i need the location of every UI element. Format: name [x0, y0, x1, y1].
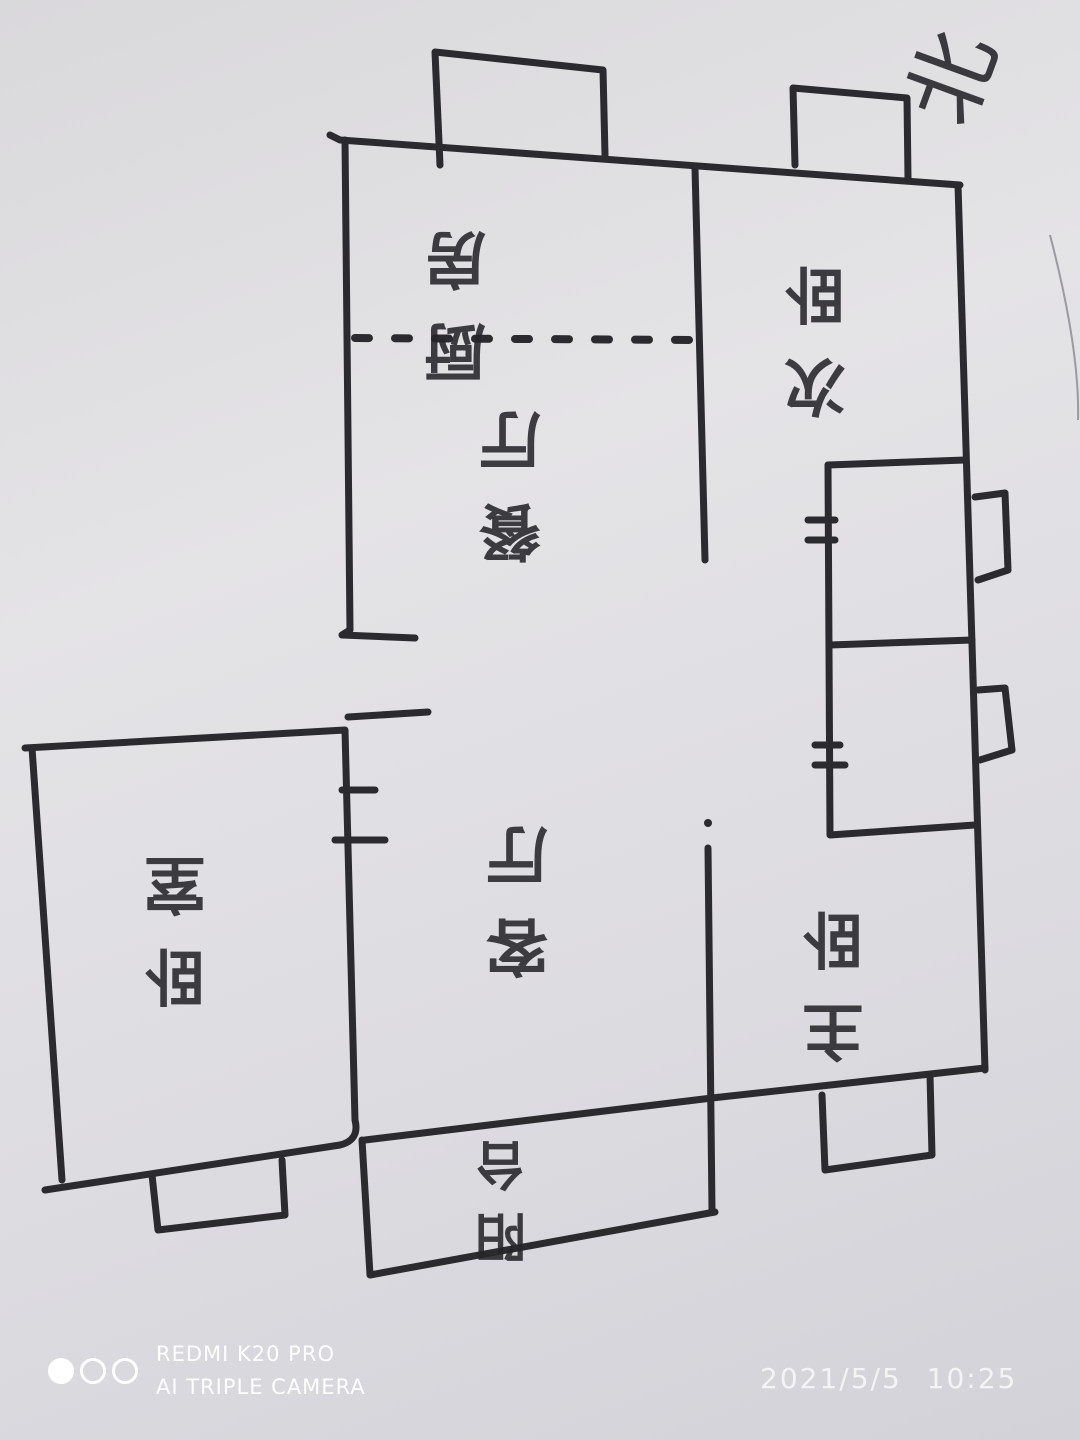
door-dot — [704, 819, 712, 827]
balcony-outline — [358, 1136, 719, 1279]
lens-dot-icon — [80, 1358, 106, 1384]
living-right-wall — [704, 844, 716, 1214]
bedroom-left-wall — [28, 744, 66, 1184]
bathroom-window-1 — [971, 489, 1012, 584]
kitchen-right-wall — [691, 164, 709, 564]
second-bedroom-wall — [824, 456, 969, 469]
lens-dot-icon — [112, 1358, 138, 1384]
second-bedroom-window — [789, 84, 912, 182]
photo-timestamp: 2021/5/5 10:25 — [760, 1362, 1018, 1395]
door-tick — [804, 516, 849, 769]
pencil-mark — [1049, 234, 1080, 421]
door-stub — [344, 708, 432, 721]
room-label-dining-room: 餐厅 — [479, 380, 552, 564]
bathroom-divider — [826, 636, 976, 649]
camera-watermark: REDMI K20 PRO AI TRIPLE CAMERA — [48, 1338, 366, 1404]
master-window — [818, 1071, 936, 1174]
bathroom-wall — [824, 461, 979, 839]
bedroom-wall — [21, 726, 360, 1194]
kitchen-window — [431, 48, 609, 169]
room-label-balcony: 阳台 — [476, 1120, 536, 1264]
right-outer-wall — [954, 181, 989, 1074]
room-label-kitchen: 厨房 — [424, 200, 497, 384]
kitchen-left-wall — [338, 136, 419, 642]
room-label-living-room: 客厅 — [486, 795, 559, 979]
room-label-master-bedroom: 主卧 — [802, 880, 875, 1064]
camera-subtitle: AI TRIPLE CAMERA — [156, 1375, 366, 1399]
lens-dot-icon — [48, 1358, 74, 1384]
camera-model: REDMI K20 PRO — [156, 1342, 335, 1366]
top-wall — [326, 131, 964, 189]
master-bottom-wall — [361, 1064, 989, 1144]
room-label-bedroom: 卧室 — [144, 825, 217, 1009]
kitchen-dining-divider — [351, 334, 699, 344]
room-label-second-bedroom: 次卧 — [784, 235, 857, 419]
camera-lens-icon — [48, 1358, 138, 1384]
bedroom-window — [148, 1156, 289, 1234]
door-tick — [331, 786, 389, 844]
bathroom-window-2 — [974, 684, 1016, 764]
